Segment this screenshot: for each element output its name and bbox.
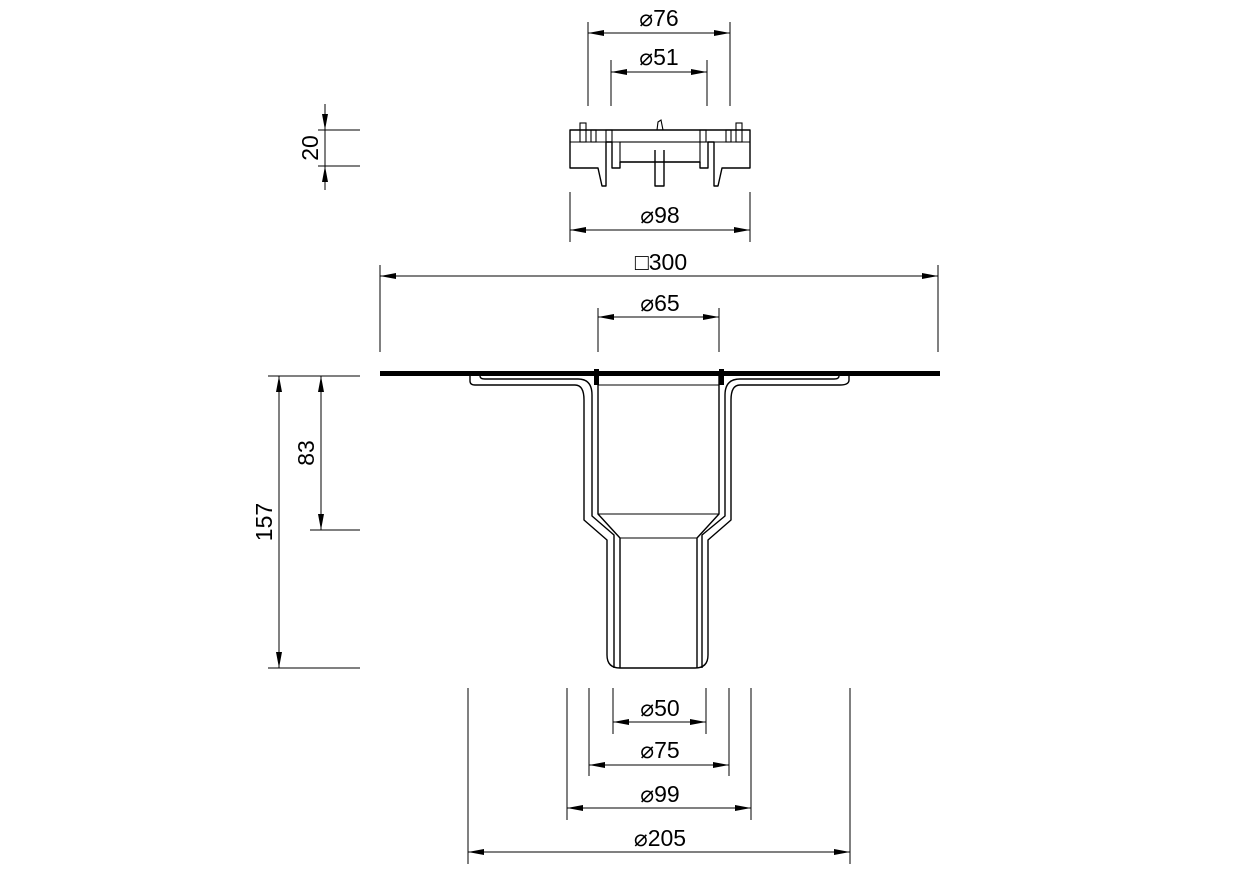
dim-body-outer: ⌀99 (567, 781, 751, 811)
dim-flange: ⌀205 (468, 825, 850, 855)
dim-grate-height: 20 (297, 104, 360, 190)
label-flange: ⌀205 (634, 825, 686, 851)
label-grate-width: ⌀98 (640, 202, 679, 228)
label-plate-size: □300 (635, 249, 687, 275)
label-grate-height: 20 (297, 135, 323, 161)
dim-outlet-outer: ⌀75 (589, 737, 729, 768)
bottom-extension-lines (467, 688, 851, 864)
label-outlet-inner: ⌀50 (640, 695, 679, 721)
label-depth-total: 157 (251, 503, 277, 541)
inlet-collar-left (594, 369, 599, 385)
dim-outlet-inner: ⌀50 (613, 695, 706, 725)
grate-part (569, 119, 751, 187)
dim-top-inner: ⌀51 (610, 44, 708, 106)
drain-body (380, 369, 940, 669)
label-top-inner: ⌀51 (639, 44, 678, 70)
dim-inlet: ⌀65 (597, 290, 720, 352)
label-body-outer: ⌀99 (640, 781, 679, 807)
label-outlet-outer: ⌀75 (640, 737, 679, 763)
dim-depth-total: 157 (251, 375, 360, 669)
dim-grate-width: ⌀98 (569, 192, 751, 242)
dim-plate-size: □300 (379, 249, 939, 352)
inlet-collar-right (719, 369, 724, 385)
dim-top-outer: ⌀76 (587, 5, 731, 106)
roof-plate (380, 371, 940, 376)
dim-depth-upper: 83 (293, 376, 360, 531)
label-depth-upper: 83 (293, 440, 319, 466)
label-top-outer: ⌀76 (639, 5, 678, 31)
label-inlet: ⌀65 (640, 290, 679, 316)
